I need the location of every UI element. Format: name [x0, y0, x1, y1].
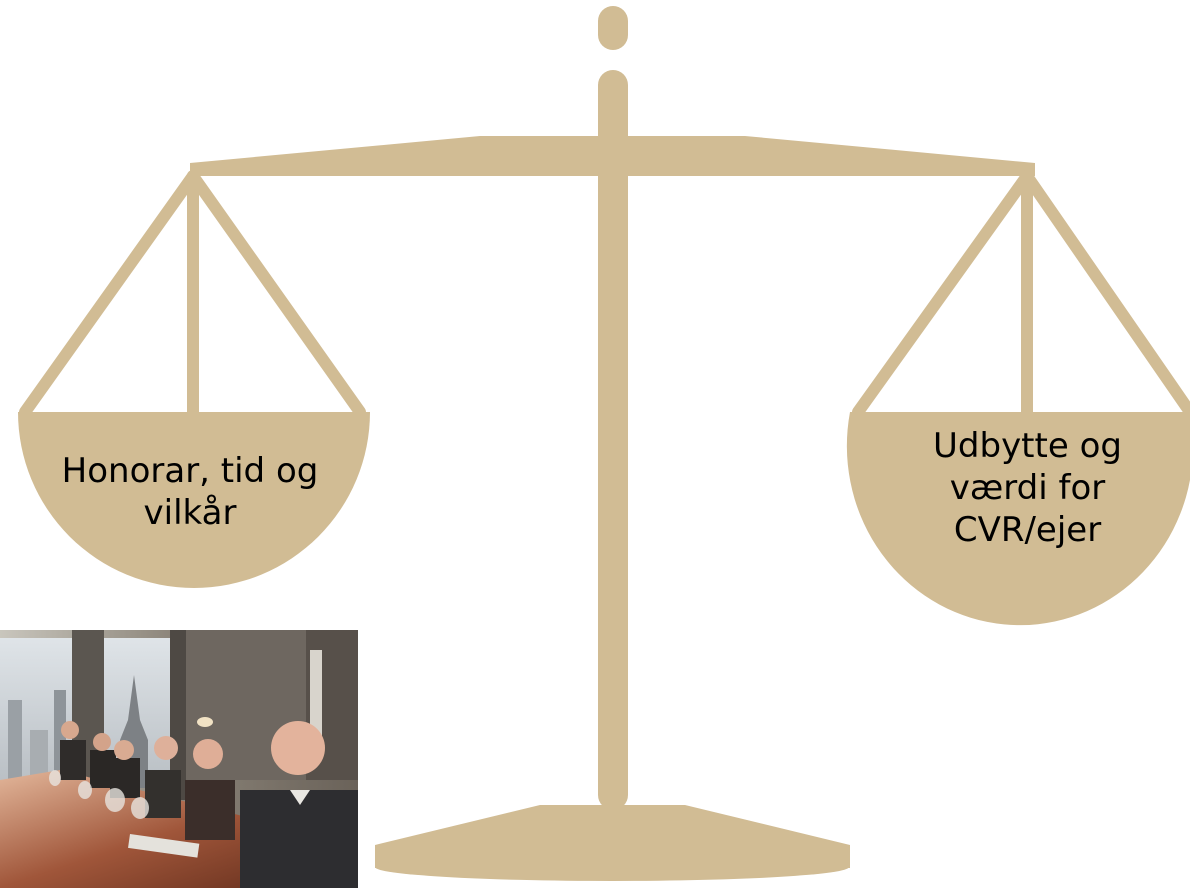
right-pan-label: Udbytte og værdi for CVR/ejer — [933, 426, 1122, 550]
scale-base — [375, 805, 850, 868]
right-pan — [846, 412, 1190, 626]
scale-pillar — [598, 70, 628, 810]
right-pan-strings — [852, 170, 1190, 418]
left-pan-label: Honorar, tid og vilkår — [61, 451, 319, 533]
scale-base-rim — [375, 853, 849, 881]
left-pan-strings — [19, 170, 366, 418]
scale-beam — [190, 136, 1035, 176]
left-pan — [18, 412, 370, 588]
boardroom-photo — [0, 630, 358, 888]
scale-top-knob — [598, 6, 628, 50]
